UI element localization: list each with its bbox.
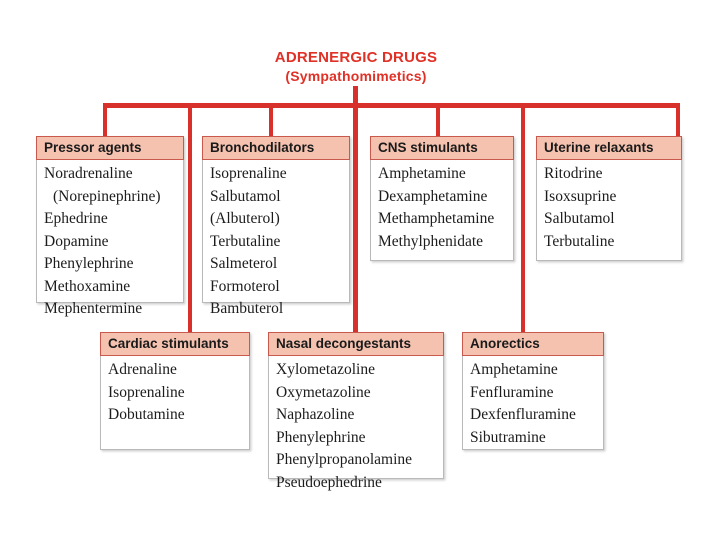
drug-item: Noradrenaline — [44, 165, 133, 182]
drug-item: Dexamphetamine — [378, 187, 488, 205]
category-box-cns-stimulants[interactable]: CNS stimulants Amphetamine Dexamphetamin… — [370, 136, 514, 261]
drug-item: Phenylephrine — [44, 255, 134, 272]
drug-item: Dopamine — [44, 232, 109, 250]
drug-item: Methamphetamine — [378, 210, 495, 227]
drug-list-cardiac-stimulants: Adrenaline Isoprenaline Dobutamine — [101, 356, 249, 431]
connector-drop-bronchodilators — [269, 103, 273, 137]
drug-item: (Albuterol) — [210, 210, 280, 227]
category-header-cardiac-stimulants: Cardiac stimulants — [100, 332, 250, 356]
drug-item: Isoprenaline — [210, 165, 287, 182]
drug-item: (Norepinephrine) — [53, 187, 161, 205]
drug-item: Amphetamine — [378, 165, 466, 182]
drug-item: Dexfenfluramine — [470, 406, 576, 423]
connector-drop-uterine-relaxants — [676, 103, 680, 137]
category-box-pressor-agents[interactable]: Pressor agents Noradrenaline (Norepineph… — [36, 136, 184, 317]
drug-item: Ritodrine — [544, 165, 603, 182]
connector-trunk-title — [353, 86, 358, 107]
drug-item: Methylphenidate — [378, 232, 484, 250]
category-box-bronchodilators[interactable]: Bronchodilators Isoprenaline Salbutamol … — [202, 136, 350, 317]
drug-item: Phenylephrine — [276, 428, 366, 446]
category-header-anorectics: Anorectics — [462, 332, 604, 356]
title-line-2: (Sympathomimetics) — [285, 68, 427, 84]
drug-item: Fenfluramine — [470, 383, 554, 401]
drug-item: Salbutamol — [210, 187, 281, 205]
drug-item: Isoprenaline — [108, 383, 185, 401]
category-box-uterine-relaxants[interactable]: Uterine relaxants Ritodrine Isoxsuprine … — [536, 136, 682, 261]
connector-drop-cardiac-stimulants — [188, 103, 192, 333]
drug-list-uterine-relaxants: Ritodrine Isoxsuprine Salbutamol Terbuta… — [537, 160, 681, 257]
drug-item: Phenylpropanolamine — [276, 451, 413, 468]
drug-list-bronchodilators: Isoprenaline Salbutamol (Albuterol) Terb… — [203, 160, 349, 325]
connector-drop-pressor-agents — [103, 103, 107, 137]
drug-item: Xylometazoline — [276, 361, 375, 378]
drug-item: Dobutamine — [108, 406, 185, 423]
drug-item: Terbutaline — [210, 232, 281, 250]
drug-item: Mephentermine — [44, 300, 143, 317]
category-box-anorectics[interactable]: Anorectics Amphetamine Fenfluramine Dexf… — [462, 332, 604, 450]
connector-bus-horizontal — [103, 103, 680, 108]
drug-list-anorectics: Amphetamine Fenfluramine Dexfenfluramine… — [463, 356, 603, 453]
drug-item: Isoxsuprine — [544, 187, 617, 205]
connector-drop-nasal-decongestants — [353, 103, 358, 333]
drug-item: Ephedrine — [44, 210, 108, 227]
drug-item: Bambuterol — [210, 300, 284, 317]
drug-item: Terbutaline — [544, 232, 615, 250]
category-box-cardiac-stimulants[interactable]: Cardiac stimulants Adrenaline Isoprenali… — [100, 332, 250, 450]
category-header-uterine-relaxants: Uterine relaxants — [536, 136, 682, 160]
drug-item: Pseudoephedrine — [276, 473, 382, 491]
drug-item: Salbutamol — [544, 210, 615, 227]
drug-item: Adrenaline — [108, 361, 177, 378]
drug-item: Salmeterol — [210, 255, 278, 272]
connector-drop-anorectics — [521, 103, 525, 333]
drug-item: Sibutramine — [470, 428, 546, 446]
drug-list-cns-stimulants: Amphetamine Dexamphetamine Methamphetami… — [371, 160, 513, 257]
drug-item: Amphetamine — [470, 361, 558, 378]
drug-item: Naphazoline — [276, 406, 355, 423]
drug-item: Methoxamine — [44, 277, 131, 295]
drug-item: Oxymetazoline — [276, 383, 371, 401]
diagram-title: ADRENERGIC DRUGS (Sympathomimetics) — [0, 48, 712, 86]
category-header-nasal-decongestants: Nasal decongestants — [268, 332, 444, 356]
category-header-cns-stimulants: CNS stimulants — [370, 136, 514, 160]
title-line-1: ADRENERGIC DRUGS — [274, 49, 438, 66]
connector-drop-cns-stimulants — [436, 103, 440, 137]
category-header-pressor-agents: Pressor agents — [36, 136, 184, 160]
category-header-bronchodilators: Bronchodilators — [202, 136, 350, 160]
drug-item: Formoterol — [210, 277, 280, 295]
drug-list-pressor-agents: Noradrenaline (Norepinephrine) Ephedrine… — [37, 160, 183, 325]
category-box-nasal-decongestants[interactable]: Nasal decongestants Xylometazoline Oxyme… — [268, 332, 444, 491]
drug-list-nasal-decongestants: Xylometazoline Oxymetazoline Naphazoline… — [269, 356, 443, 498]
